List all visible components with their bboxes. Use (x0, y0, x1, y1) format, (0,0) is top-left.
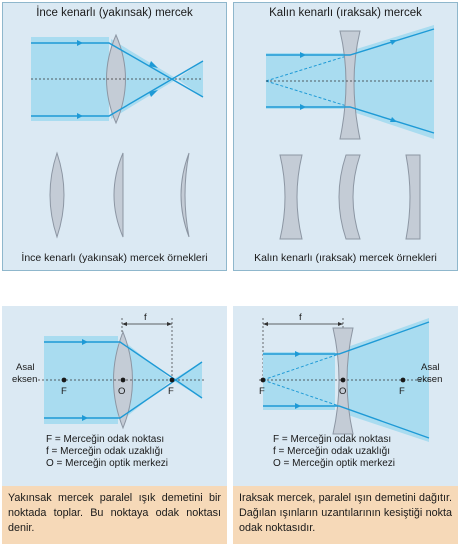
plano-concave-lens-example (405, 154, 421, 240)
ray-top (266, 28, 435, 56)
biconcave-lens-example (279, 154, 303, 240)
focal-point-right-label: F (168, 386, 174, 397)
ray-arrow (77, 113, 83, 119)
axis-label-line1: Asal (421, 362, 439, 373)
concave-examples-caption: Kalın kenarlı (ıraksak) mercek örnekleri (254, 252, 437, 264)
focal-point-left-label: F (259, 386, 265, 397)
diverging-beam (177, 61, 203, 97)
legend-item: f = Merceğin odak uzaklığı (46, 446, 164, 457)
ray-arrow (149, 90, 158, 97)
meniscus-lens-example (180, 152, 190, 238)
convex-lens-panel: İnce kenarlı (yakınsak) mercek İnce kena… (2, 2, 227, 271)
focal-length-label: f (299, 312, 302, 323)
legend: F = Merceğin odak noktası f = Merceğin o… (273, 434, 395, 470)
optical-center (340, 377, 346, 383)
ray-arrow (300, 104, 306, 110)
focal-point-left (260, 377, 266, 383)
focal-point-right (400, 377, 406, 383)
concave-focus-panel: f F O F Asal eksen F = Merceğin odak nok… (233, 306, 458, 544)
convex-examples-caption: İnce kenarlı (yakınsak) mercek örnekleri (21, 252, 208, 264)
concave-lens-diagram (265, 25, 435, 240)
convex-focus-diagram: f F O F Asal eksen (12, 312, 204, 430)
concave-note: Iraksak mercek, paralel ışın demetini da… (233, 486, 458, 544)
ray-bottom (266, 106, 435, 134)
focal-length-label: f (144, 312, 147, 323)
legend-item: O = Merceğin optik merkezi (46, 458, 168, 469)
convex-note: Yakınsak mercek paralel ışık demetini bi… (2, 486, 227, 544)
plano-convex-lens-example (113, 152, 124, 238)
optical-center-label: O (118, 386, 125, 397)
biconvex-lens-example (49, 151, 65, 239)
legend-item: F = Merceğin odak noktası (46, 434, 165, 445)
ray-arrow (390, 117, 397, 122)
ray-arrow (77, 40, 83, 46)
concave-lens-panel: Kalın kenarlı (ıraksak) mercek Kalın ken… (233, 2, 458, 271)
ray-arrow (390, 40, 397, 45)
axis-label-line2: eksen (417, 374, 442, 385)
incoming-beam (31, 37, 109, 121)
ray-arrow (149, 61, 158, 68)
focal-point-left (61, 377, 67, 383)
incoming-beam (44, 336, 118, 424)
focal-point-right-label: F (399, 386, 405, 397)
legend-item: F = Merceğin odak noktası (273, 434, 392, 445)
ray-arrow (300, 52, 306, 58)
optical-center (120, 377, 126, 383)
concave-focus-diagram: f F O F Asal eksen (259, 312, 442, 442)
legend: F = Merceğin odak noktası f = Merceğin o… (46, 434, 168, 470)
axis-label-line1: Asal (16, 362, 34, 373)
convex-lens-diagram (31, 33, 204, 239)
concave-lens-title: Kalın kenarlı (ıraksak) mercek (269, 7, 422, 19)
diverging-beam (350, 25, 434, 139)
focal-point-left-label: F (61, 386, 67, 397)
concave-lens (339, 30, 361, 140)
optical-center-label: O (339, 386, 346, 397)
legend-item: f = Merceğin odak uzaklığı (273, 446, 391, 457)
concave-meniscus-lens-example (338, 154, 361, 240)
convex-lens-title: İnce kenarlı (yakınsak) mercek (36, 7, 193, 19)
legend-item: O = Merceğin optik merkezi (273, 458, 395, 469)
convex-focus-panel: f F O F Asal eksen F = Merceğin odak nok… (2, 306, 227, 544)
ray-bottom (31, 60, 204, 117)
focal-point-right (169, 377, 175, 383)
incoming-beam (263, 352, 335, 410)
axis-label-line2: eksen (12, 374, 37, 385)
